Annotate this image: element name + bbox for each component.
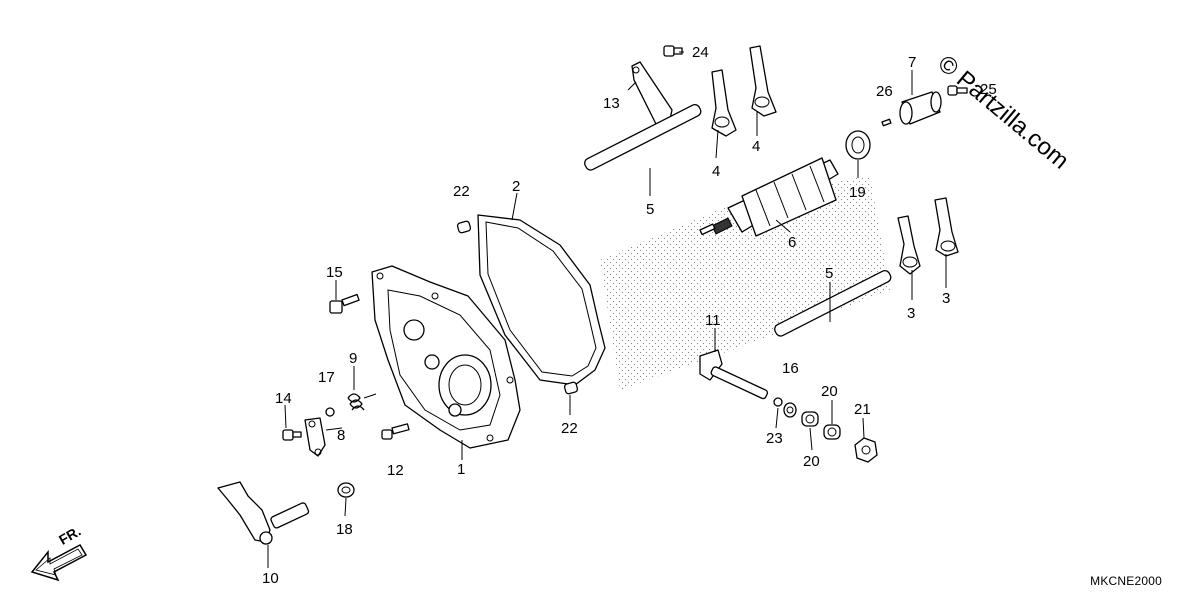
callout-26: 26 xyxy=(876,83,893,100)
callout-10: 10 xyxy=(262,570,279,587)
spring-9 xyxy=(347,393,377,411)
callout-16: 16 xyxy=(782,360,799,377)
collar-20b xyxy=(823,424,841,440)
pin-26 xyxy=(881,118,892,127)
collar-20a xyxy=(801,411,819,427)
dowel-pin-upper xyxy=(456,220,472,234)
shift-fork-4a xyxy=(711,69,737,137)
callout-21: 21 xyxy=(854,401,871,418)
callout-20a: 20 xyxy=(821,383,838,400)
bolt-14 xyxy=(282,429,302,441)
callout-25: 25 xyxy=(980,81,997,98)
diagram-code: MKCNE2000 xyxy=(1090,574,1162,588)
shift-spindle-10 xyxy=(217,481,310,545)
crankcase-cover xyxy=(371,265,521,449)
shift-fork-3a xyxy=(897,215,921,275)
callout-4a: 4 xyxy=(712,163,720,180)
callout-22a: 22 xyxy=(453,183,470,200)
callout-1: 1 xyxy=(457,461,465,478)
circlip-23 xyxy=(773,397,783,407)
washer-17 xyxy=(325,407,335,417)
callout-6: 6 xyxy=(788,234,796,251)
callout-14: 14 xyxy=(275,390,292,407)
drum-center-7 xyxy=(899,91,942,125)
callout-4b: 4 xyxy=(752,138,760,155)
shift-fork-shaft-upper xyxy=(584,103,702,171)
bearing-19 xyxy=(845,130,871,160)
nut-21 xyxy=(854,437,878,463)
callout-7: 7 xyxy=(908,54,916,71)
gasket xyxy=(477,214,606,386)
callout-20b: 20 xyxy=(803,453,820,470)
callout-8: 8 xyxy=(337,427,345,444)
front-arrow xyxy=(30,544,88,582)
callout-24: 24 xyxy=(692,44,709,61)
callout-5a: 5 xyxy=(646,201,654,218)
callout-12: 12 xyxy=(387,462,404,479)
callout-13: 13 xyxy=(603,95,620,112)
oil-seal-18 xyxy=(337,482,355,498)
bolt-24 xyxy=(663,45,683,57)
alignment-dot-field xyxy=(600,175,890,390)
bolt-25 xyxy=(947,85,968,96)
callout-3a: 3 xyxy=(907,305,915,322)
callout-19: 19 xyxy=(849,184,866,201)
shift-drum-6 xyxy=(699,157,839,237)
bolt-15 xyxy=(329,293,360,314)
callout-11: 11 xyxy=(705,312,721,329)
callout-labels: 1 2 3 3 4 4 5 5 6 7 8 9 10 11 12 13 14 1… xyxy=(262,44,997,587)
shift-fork-3b xyxy=(934,197,959,257)
callout-22b: 22 xyxy=(561,420,578,437)
washer-16 xyxy=(783,402,797,418)
callout-2: 2 xyxy=(512,178,520,195)
callout-15: 15 xyxy=(326,264,343,281)
callout-3b: 3 xyxy=(942,290,950,307)
stud-12 xyxy=(381,423,410,440)
callout-9: 9 xyxy=(349,350,357,367)
dowel-pin-lower xyxy=(563,381,579,395)
callout-5b: 5 xyxy=(825,265,833,282)
leader-lines xyxy=(267,51,947,568)
shift-arm-11 xyxy=(699,349,769,400)
callout-18: 18 xyxy=(336,521,353,538)
callout-23: 23 xyxy=(766,430,783,447)
shift-fork-4b xyxy=(749,45,777,117)
stopper-arm-8 xyxy=(304,417,326,457)
callout-17: 17 xyxy=(318,369,335,386)
